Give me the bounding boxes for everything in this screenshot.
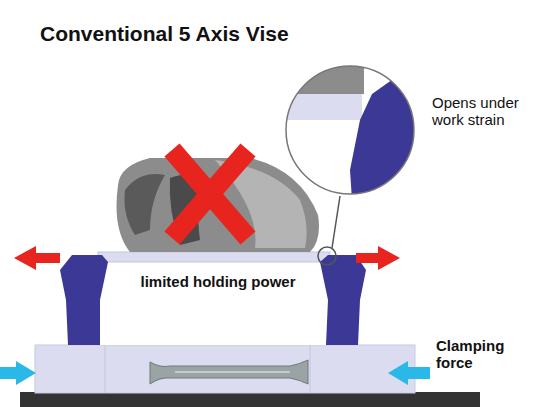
magnifier-circle bbox=[286, 66, 414, 194]
diagram-title: Conventional 5 Axis Vise bbox=[40, 22, 289, 46]
vise-base bbox=[35, 345, 415, 393]
opening-arrow bbox=[356, 246, 400, 270]
lead-screw bbox=[150, 360, 308, 384]
left-jaw bbox=[60, 255, 108, 345]
opening-arrow bbox=[14, 246, 60, 270]
magnified-detail bbox=[284, 60, 420, 200]
workpiece-body bbox=[100, 262, 328, 345]
callout-note: Opens under work strain bbox=[432, 94, 540, 128]
machine-table bbox=[20, 392, 480, 407]
cross-mark bbox=[172, 150, 248, 238]
force-label: Clamping force bbox=[436, 337, 536, 371]
base-seam bbox=[105, 345, 106, 393]
leader-line bbox=[332, 196, 340, 248]
clamping-arrow bbox=[0, 361, 36, 385]
detail-marker bbox=[318, 247, 336, 265]
clamping-arrow bbox=[388, 361, 430, 385]
right-jaw bbox=[320, 255, 366, 345]
workpiece-top bbox=[98, 252, 330, 262]
workpiece-label: limited holding power bbox=[120, 273, 316, 290]
base-seam bbox=[310, 345, 311, 393]
